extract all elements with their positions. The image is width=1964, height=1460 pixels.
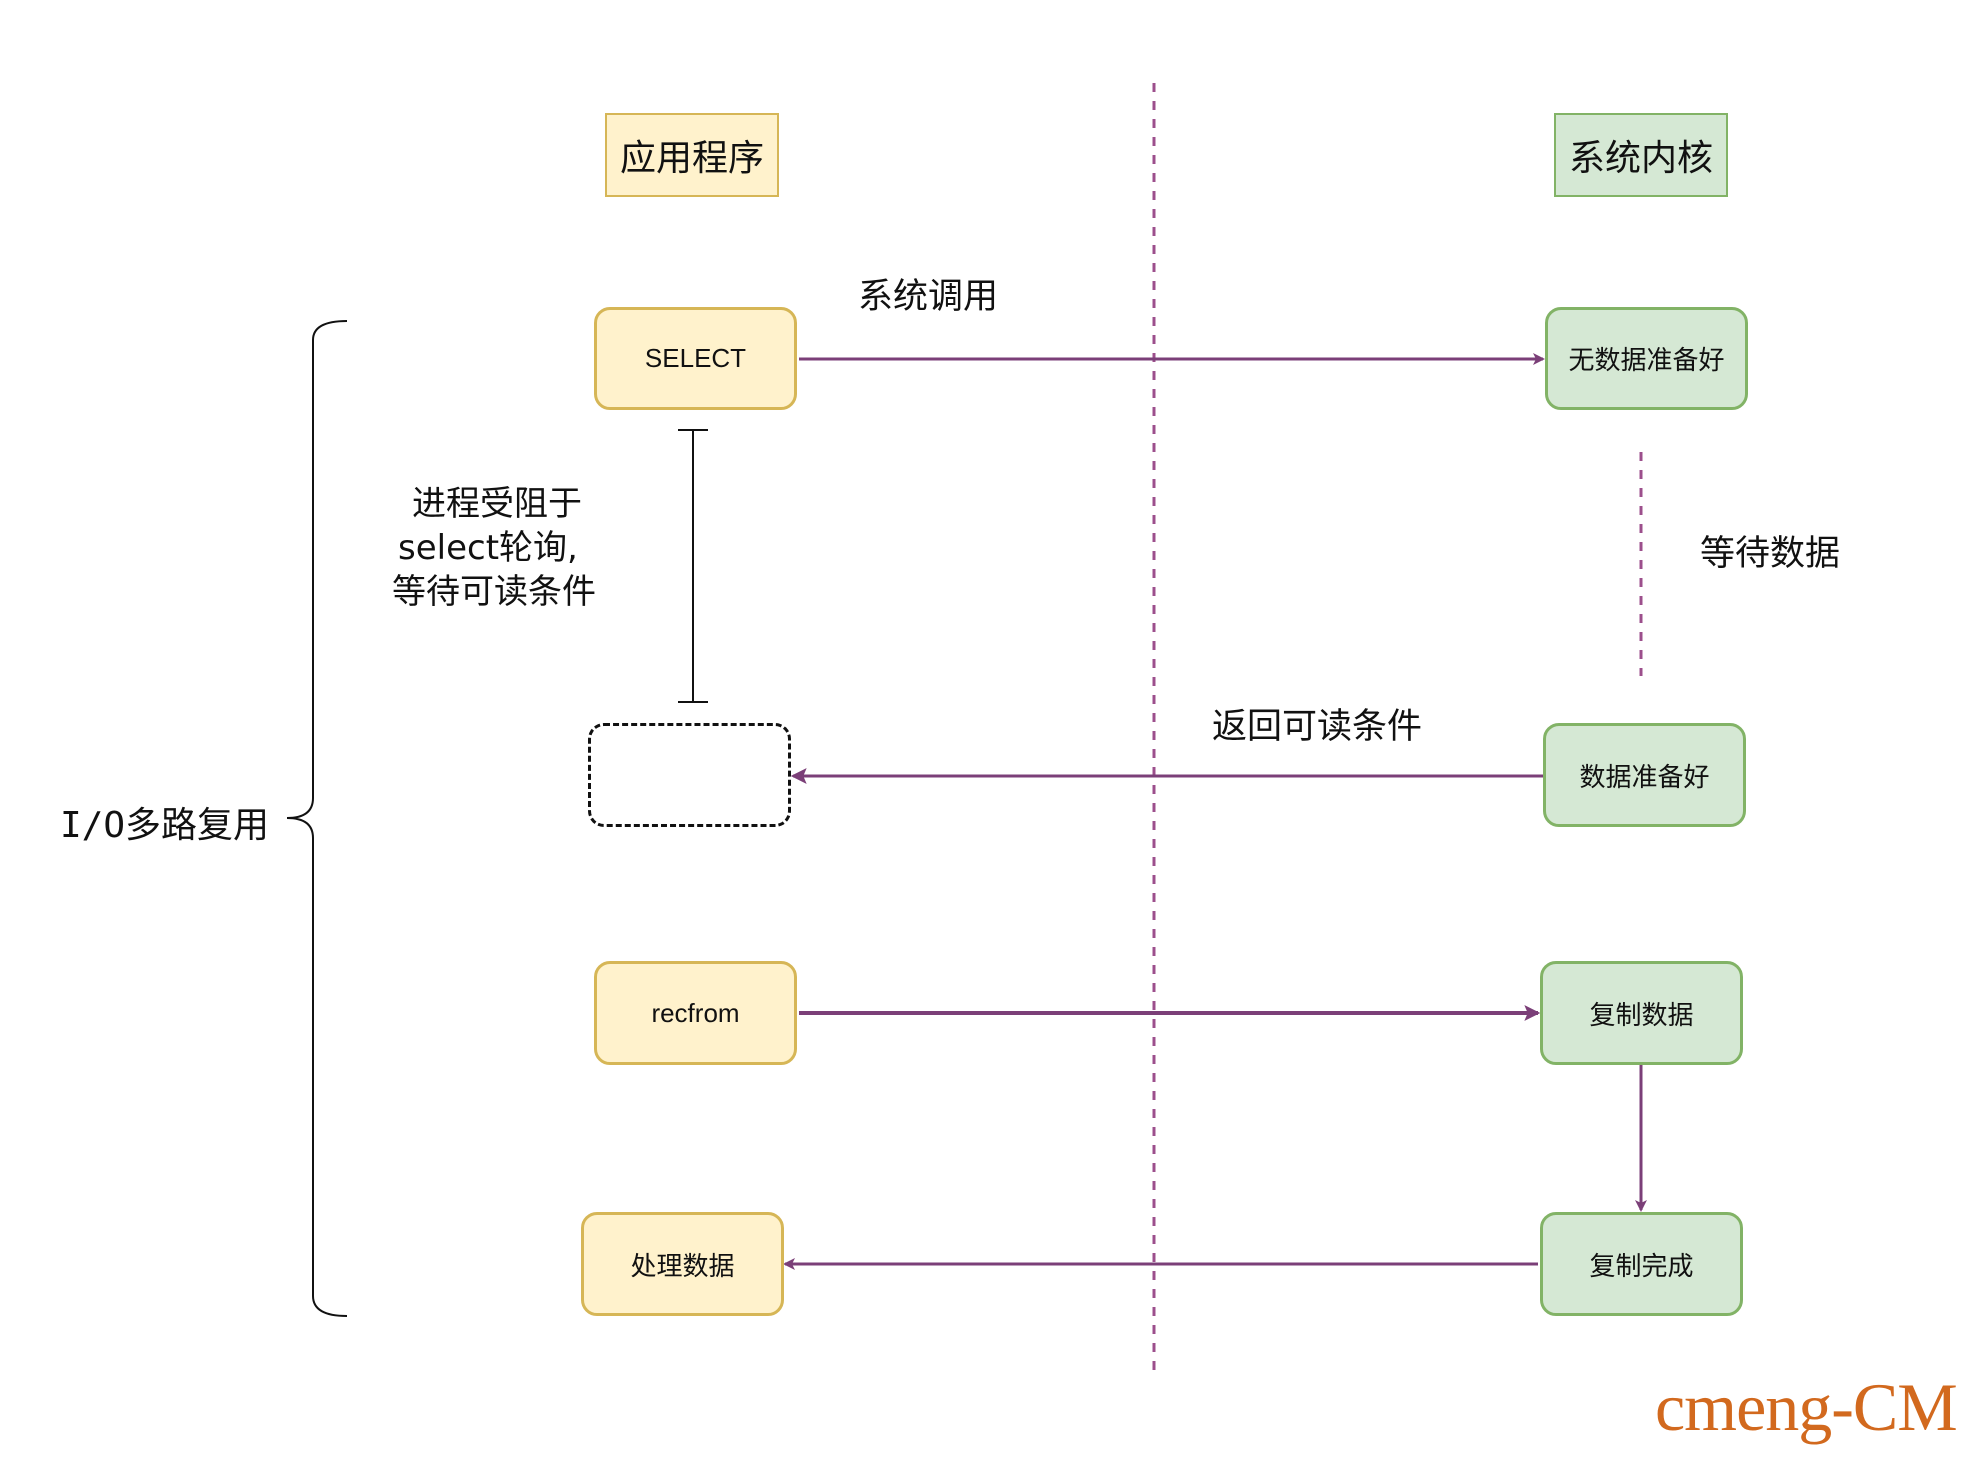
node-no-data-ready: 无数据准备好	[1545, 307, 1748, 410]
node-recfrom: recfrom	[594, 961, 797, 1065]
header-application: 应用程序	[605, 113, 779, 197]
node-data-ready: 数据准备好	[1543, 723, 1746, 827]
label-syscall: 系统调用	[858, 277, 999, 317]
label-return-readable: 返回可读条件	[1212, 707, 1423, 747]
blocked-note-line-3: 等待可读条件	[392, 572, 596, 612]
label-io-multiplexing: I/O多路复用	[60, 805, 270, 846]
blocked-note-line-2: select轮询,	[398, 528, 578, 568]
node-process-data: 处理数据	[581, 1212, 784, 1316]
group-brace	[286, 320, 348, 1317]
label-wait-data: 等待数据	[1700, 534, 1841, 574]
blocked-interval-marker	[678, 429, 708, 703]
node-select: SELECT	[594, 307, 797, 410]
blocked-note: 进程受阻于 select轮询, 等待可读条件	[392, 482, 596, 614]
node-pending	[588, 723, 791, 827]
header-kernel: 系统内核	[1554, 113, 1728, 197]
node-copy-data: 复制数据	[1540, 961, 1743, 1065]
blocked-note-line-1: 进程受阻于	[412, 484, 582, 524]
node-copy-done: 复制完成	[1540, 1212, 1743, 1316]
watermark: cmeng-CM	[1655, 1369, 1958, 1445]
